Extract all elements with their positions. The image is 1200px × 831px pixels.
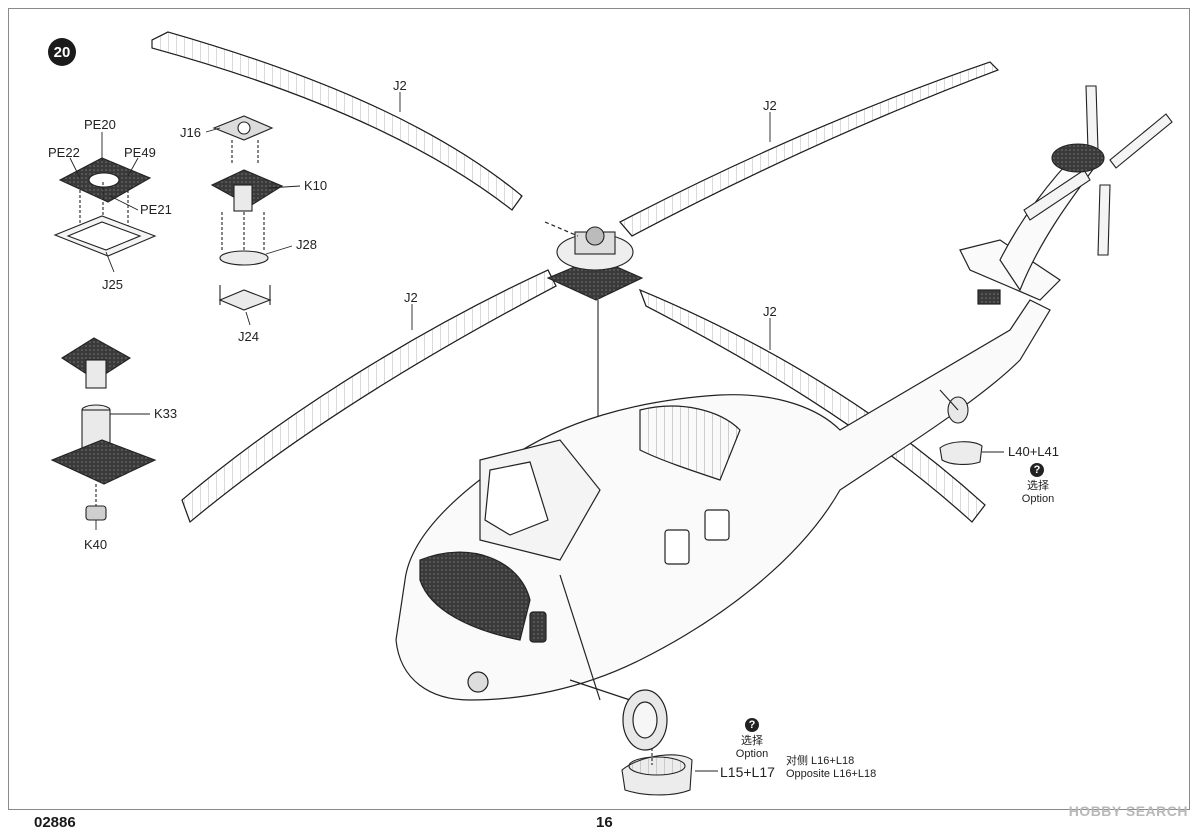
label-j25: J25 (102, 277, 123, 292)
main-wheel (622, 689, 668, 751)
label-l40-l41: L40+L41 (1008, 444, 1059, 459)
rotor-blade-top-left (151, 31, 523, 211)
label-j16: J16 (180, 125, 201, 140)
label-k10: K10 (304, 178, 328, 193)
rotor-blade-top-right (619, 61, 999, 237)
page-frame (8, 8, 1190, 810)
fuselage (395, 299, 1051, 701)
question-icon: ? (745, 718, 759, 732)
label-j24: J24 (238, 329, 259, 344)
label-blade-top-left: J2 (393, 78, 407, 93)
label-pe22: PE22 (48, 145, 80, 160)
wheel-cover-front (621, 748, 718, 796)
option-rear-en: Option (1021, 492, 1055, 505)
product-code: 02886 (34, 814, 76, 831)
option-rear-cn: 选择 (1027, 480, 1049, 492)
pe-plate-assembly (53, 157, 157, 257)
label-k33: K33 (154, 406, 178, 421)
option-front-cn: 选择 (741, 735, 763, 747)
label-pe20: PE20 (84, 117, 116, 132)
leader-lines (69, 92, 771, 530)
label-j28: J28 (296, 237, 317, 252)
option-rear-text: 选择 Option (1018, 480, 1058, 505)
opposite-en: Opposite L16+L18 (786, 767, 877, 780)
opposite-side-note: 对侧 L16+L18 Opposite L16+L18 (786, 755, 876, 780)
label-pe21: PE21 (140, 202, 172, 217)
wheel-cover-rear (939, 441, 1004, 465)
step-number-badge: 20 (48, 38, 76, 66)
rotor-head-assembly (210, 115, 284, 311)
label-pe49: PE49 (124, 145, 156, 160)
label-k40: K40 (84, 537, 108, 552)
label-blade-bottom-left: J2 (404, 290, 418, 305)
opposite-cn: 对侧 L16+L18 (786, 755, 855, 767)
question-icon: ? (1030, 463, 1044, 477)
label-blade-top-right: J2 (763, 98, 777, 113)
label-blade-bottom-right: J2 (763, 304, 777, 319)
option-front-text: 选择 Option (732, 735, 772, 760)
page-number: 16 (596, 814, 613, 831)
rotor-blade-bottom-right (639, 289, 986, 523)
option-front-en: Option (735, 747, 769, 760)
watermark: HOBBY SEARCH (1068, 803, 1188, 819)
main-rotor-hub (544, 221, 644, 420)
rotor-blade-bottom-left (181, 269, 557, 523)
label-l15-l17: L15+L17 (720, 764, 775, 780)
rotor-mast-assembly (50, 337, 157, 521)
tail-wheel (939, 389, 969, 424)
tail-rotor (1023, 85, 1173, 256)
